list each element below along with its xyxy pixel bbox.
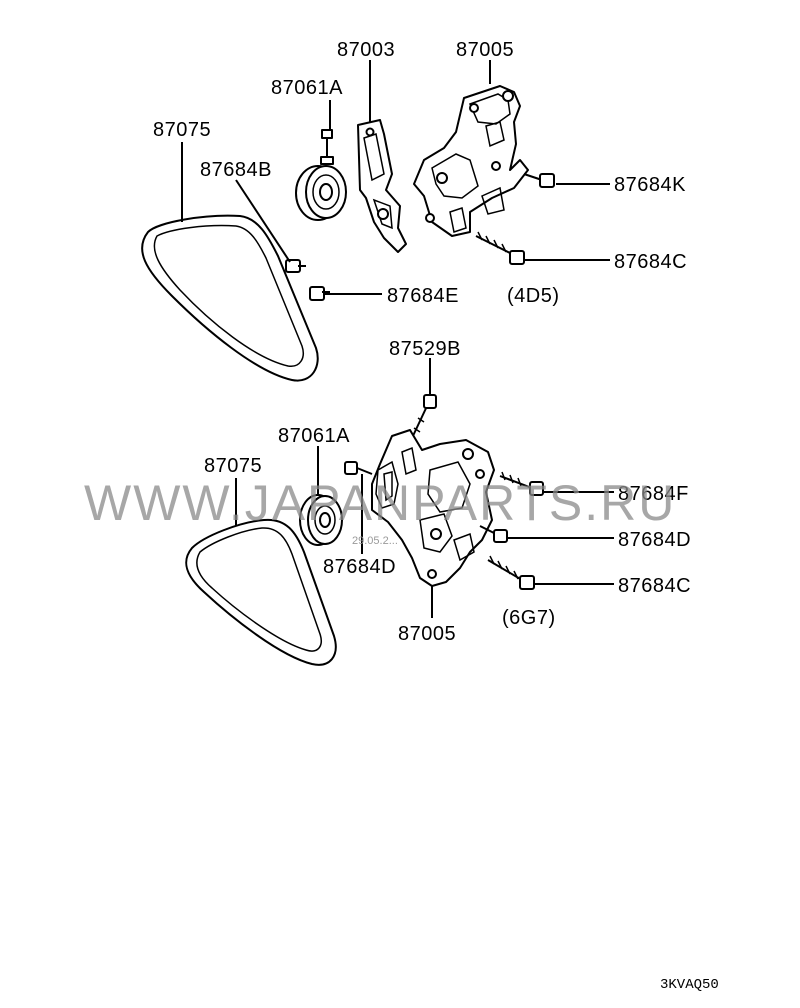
label-87529b: 87529B: [389, 338, 461, 360]
bolt-87684c-upper[interactable]: [475, 231, 525, 265]
bolt-87684k[interactable]: [523, 173, 555, 188]
upper-main-bracket[interactable]: [413, 85, 529, 237]
label-variant-6g7: (6G7): [502, 607, 556, 629]
watermark-date: 29.05.2...: [352, 535, 398, 547]
lower-assembly: 87529B 87061A 87075 87684F 87684D 87684D…: [185, 338, 691, 666]
bolt-87684b[interactable]: [285, 259, 306, 273]
bolt-87684d-right[interactable]: [479, 525, 508, 543]
label-87005-upper: 87005: [456, 39, 514, 61]
lower-idler-pulley[interactable]: [299, 494, 343, 546]
label-87684e: 87684E: [387, 285, 459, 307]
lower-main-bracket[interactable]: [371, 429, 495, 587]
label-87684b: 87684B: [200, 159, 272, 181]
diagram-code: 3KVAQ50: [660, 977, 719, 993]
bolt-87684d-left[interactable]: [344, 461, 373, 475]
label-87684d-left: 87684D: [323, 556, 396, 578]
bolt-87684f[interactable]: [499, 471, 544, 496]
lower-leader-lines: [235, 358, 614, 618]
lower-v-belt[interactable]: [185, 518, 337, 666]
label-87684c-upper: 87684C: [614, 251, 687, 273]
label-87684c-lower: 87684C: [618, 575, 691, 597]
upper-pulley-bolt[interactable]: [320, 129, 334, 165]
upper-v-belt[interactable]: [141, 214, 319, 382]
bolt-87684c-lower[interactable]: [487, 555, 535, 590]
bolt-87529b[interactable]: [411, 394, 437, 439]
label-87003: 87003: [337, 39, 395, 61]
upper-leader-lines: [181, 60, 610, 295]
label-87075-lower: 87075: [204, 455, 262, 477]
upper-idler-pulley[interactable]: [295, 165, 347, 221]
label-87005-lower: 87005: [398, 623, 456, 645]
label-87684k: 87684K: [614, 174, 686, 196]
watermark: WWW.JAPANPARTS.RU: [84, 475, 676, 531]
label-variant-4d5: (4D5): [507, 285, 560, 307]
label-87684d-right: 87684D: [618, 529, 691, 551]
label-87075-upper: 87075: [153, 119, 211, 141]
tensioner-bracket[interactable]: [357, 119, 407, 253]
label-87061a-lower: 87061A: [278, 425, 350, 447]
label-87684f: 87684F: [618, 483, 689, 505]
label-87061a-upper: 87061A: [271, 77, 343, 99]
upper-assembly: 87003 87005 87061A 87075 87684B 87684K 8…: [141, 39, 687, 382]
